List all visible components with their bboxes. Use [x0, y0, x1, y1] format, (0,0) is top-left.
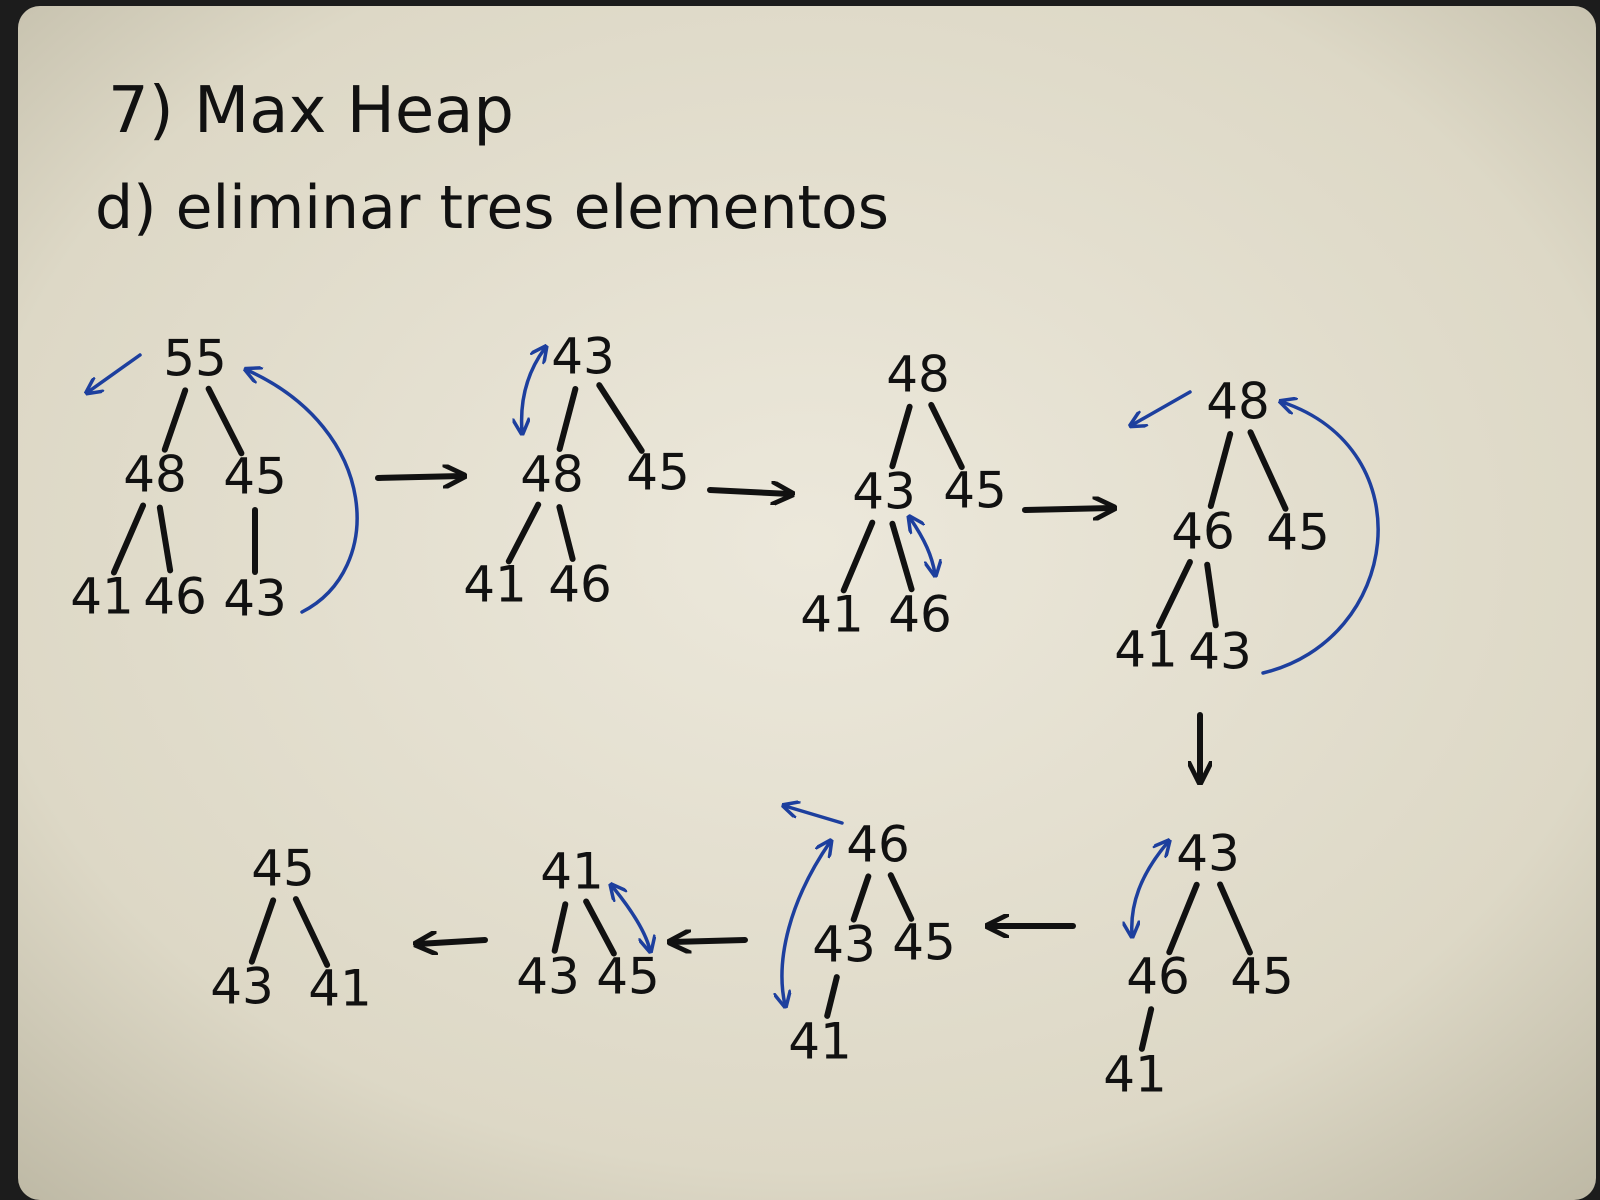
heap-edge — [205, 385, 245, 457]
flow-arrow-7 — [418, 940, 488, 944]
heap-edge — [556, 386, 579, 452]
swap-arrow-43-46 — [910, 518, 935, 574]
heap-node: 41 — [800, 586, 864, 644]
heap-edge — [1247, 429, 1289, 512]
heap-node: 43 — [1188, 623, 1252, 681]
heap-edge — [1138, 1006, 1155, 1052]
heap-node: 45 — [251, 840, 315, 898]
heap-node: 46 — [1126, 948, 1190, 1006]
heap-edge — [248, 897, 277, 965]
swap-arrow-43-48 — [522, 348, 545, 432]
heap-edge — [824, 974, 840, 1019]
heap-node: 41 — [463, 556, 527, 614]
heap-node: 41 — [540, 843, 604, 901]
heap-edge — [110, 502, 147, 576]
heap-edge — [583, 898, 617, 957]
heap-step-6: 46 43 45 41 — [788, 816, 956, 1071]
heap-node: 48 — [886, 346, 950, 404]
board-title: 7) Max Heap — [108, 74, 514, 148]
heap-step-3: 48 43 45 41 46 — [800, 346, 1007, 644]
heap-edge — [889, 403, 913, 470]
heap-edge — [1207, 430, 1234, 510]
flow-arrow-6 — [672, 940, 748, 942]
heap-node: 43 — [210, 958, 274, 1016]
heap-node: 41 — [70, 568, 134, 626]
heap-edge — [596, 382, 645, 454]
swap-arrow-41-45 — [612, 886, 650, 950]
swap-arrow-remove-55 — [88, 353, 142, 392]
heap-edge — [1166, 881, 1200, 956]
heap-edge — [161, 387, 189, 453]
heap-edge — [1217, 881, 1253, 956]
heap-step-5: 43 46 45 41 — [1103, 825, 1294, 1104]
heap-node: 46 — [548, 556, 612, 614]
heap-edge — [156, 504, 174, 574]
heap-node: 45 — [892, 914, 956, 972]
heap-node: 43 — [551, 328, 615, 386]
heap-node: 48 — [1206, 373, 1270, 431]
heap-edge — [928, 401, 965, 471]
heap-node: 41 — [1114, 621, 1178, 679]
heap-node: 41 — [308, 960, 372, 1018]
heap-edge — [887, 872, 915, 922]
board-surface — [18, 6, 1596, 1200]
heap-node: 43 — [516, 948, 580, 1006]
heap-edge — [556, 504, 576, 562]
heap-node: 41 — [1103, 1046, 1167, 1104]
heap-node: 45 — [223, 448, 287, 506]
heap-node: 45 — [596, 948, 660, 1006]
heap-node: 43 — [852, 463, 916, 521]
swap-arrow-remove-46 — [785, 806, 844, 825]
flow-arrow-3 — [1022, 508, 1112, 510]
swap-arrow-43-to-root-2 — [1261, 402, 1380, 675]
flow-arrows — [375, 476, 1200, 944]
heap-node: 48 — [520, 446, 584, 504]
heap-edge — [1156, 559, 1193, 629]
swap-arrow-43-46-b — [1132, 842, 1168, 935]
heap-node: 45 — [943, 462, 1007, 520]
swap-arrow-43-to-root — [247, 370, 359, 614]
heap-node: 43 — [223, 570, 287, 628]
heap-edge — [850, 873, 872, 923]
heap-step-8: 45 43 41 — [210, 840, 372, 1018]
heap-edge — [889, 520, 915, 593]
flow-arrow-1 — [375, 476, 462, 478]
heap-node: 55 — [163, 330, 227, 388]
heap-node: 46 — [846, 816, 910, 874]
heap-step-2: 43 48 45 41 46 — [463, 328, 690, 614]
heap-node: 41 — [788, 1013, 852, 1071]
heap-edge — [292, 896, 331, 968]
flow-arrow-2 — [707, 490, 790, 494]
heap-node: 45 — [1230, 948, 1294, 1006]
heap-node: 46 — [888, 586, 952, 644]
heap-edge — [551, 901, 569, 954]
swap-annotations — [88, 348, 1380, 1005]
board-subtitle: d) eliminar tres elementos — [95, 173, 889, 243]
heap-node: 46 — [1171, 503, 1235, 561]
heap-node: 48 — [123, 446, 187, 504]
heap-node: 43 — [1176, 825, 1240, 883]
heap-edge — [840, 519, 876, 594]
heap-node: 45 — [1266, 504, 1330, 562]
heap-step-7: 41 43 45 — [516, 843, 660, 1006]
heap-node: 45 — [626, 444, 690, 502]
heap-edge — [505, 501, 542, 565]
heap-node: 46 — [143, 568, 207, 626]
swap-arrow-41-to-root — [782, 842, 830, 1005]
heap-edge — [1204, 561, 1219, 629]
heap-node: 43 — [812, 916, 876, 974]
swap-arrow-remove-48 — [1132, 390, 1192, 425]
